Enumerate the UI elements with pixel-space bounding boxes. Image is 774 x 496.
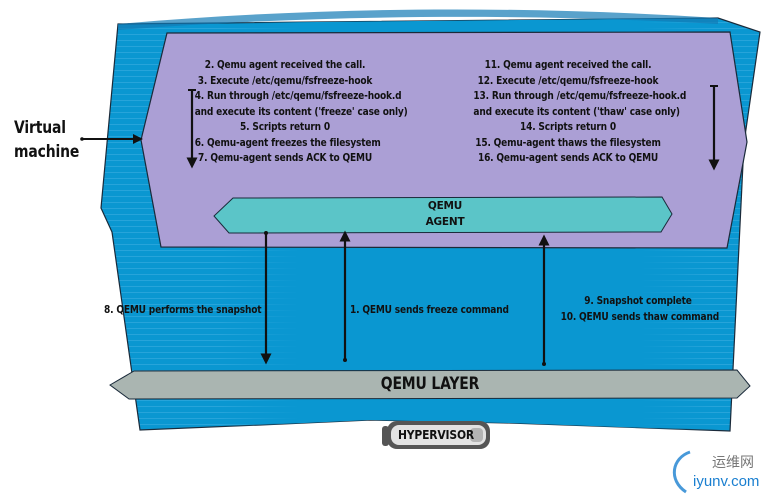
freeze-step: 6. Qemu-agent freezes the filesystem — [194, 136, 381, 149]
freeze-steps: 2. Qemu agent received the call. 3. Exec… — [194, 58, 408, 167]
vm-label-line1: Virtual — [14, 118, 66, 138]
watermark-cn: 运维网 — [712, 455, 754, 471]
freeze-step: and execute its content ('freeze' case o… — [194, 105, 408, 118]
hypervisor-chip — [382, 421, 490, 449]
snapshot-label: 8. QEMU performs the snapshot — [104, 304, 262, 316]
hypervisor-label: HYPERVISOR — [397, 427, 475, 442]
watermark-swoosh-icon — [673, 450, 691, 494]
thaw-step: 16. Qemu-agent sends ACK to QEMU — [477, 152, 659, 164]
qemu-agent-bar — [213, 196, 673, 234]
vm-label: Virtual machine — [14, 116, 79, 164]
qemu-layer-bar — [109, 369, 751, 400]
vm-label-line2: machine — [14, 142, 80, 162]
watermark-en: iyunv.com — [693, 473, 760, 490]
thaw-step: 13. Run through /etc/qemu/fsfreeze-hook.… — [473, 90, 687, 102]
thaw-steps: 11. Qemu agent received the call. 12. Ex… — [473, 58, 687, 167]
freeze-step: 4. Run through /etc/qemu/fsfreeze-hook.d — [194, 90, 402, 102]
thaw-step: 12. Execute /etc/qemu/fsfreeze-hook — [477, 74, 659, 87]
freeze-step: 7. Qemu-agent sends ACK to QEMU — [198, 152, 372, 164]
thaw-step: 14. Scripts return 0 — [519, 121, 617, 133]
qemu-layer-label: QEMU LAYER — [380, 374, 480, 394]
freeze-step: 3. Execute /etc/qemu/fsfreeze-hook — [197, 74, 373, 87]
thaw-labels: 9. Snapshot complete 10. QEMU sends thaw… — [560, 294, 720, 325]
qemu-agent-label: QEMU AGENT — [400, 198, 490, 230]
thaw-step: 11. Qemu agent received the call. — [484, 59, 652, 71]
agent-label-line1: QEMU — [427, 200, 463, 212]
freeze-step: 5. Scripts return 0 — [240, 121, 330, 133]
thaw-command-label: 10. QEMU sends thaw command — [560, 310, 720, 323]
thaw-step: 15. Qemu-agent thaws the filesystem — [475, 136, 661, 149]
agent-label-line2: AGENT — [425, 216, 465, 228]
freeze-command-label: 1. QEMU sends freeze command — [350, 304, 509, 316]
thaw-step: and execute its content ('thaw' case onl… — [473, 105, 680, 118]
freeze-step: 2. Qemu agent received the call. — [204, 59, 366, 71]
snapshot-complete-label: 9. Snapshot complete — [584, 295, 692, 307]
